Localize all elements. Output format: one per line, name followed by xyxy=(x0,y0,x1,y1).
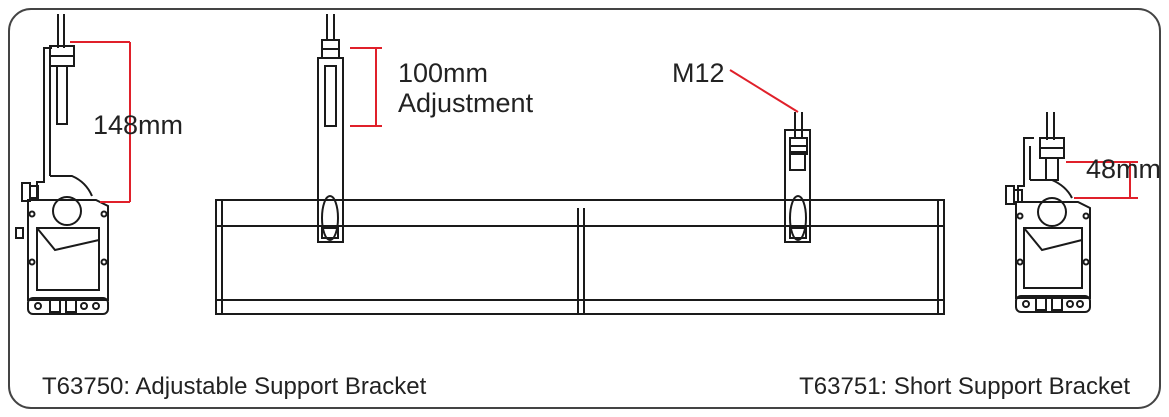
dimension-148mm xyxy=(70,41,131,203)
m12-label: M12 xyxy=(672,58,725,88)
m12-leader-line xyxy=(729,69,799,113)
short-hanger xyxy=(784,112,811,243)
dimension-48mm xyxy=(1066,161,1138,199)
adjustable-hanger xyxy=(317,14,344,243)
dimension-100mm xyxy=(350,47,382,127)
dim-100-label-line2: Adjustment xyxy=(398,88,534,118)
caption-short-bracket: T63751: Short Support Bracket xyxy=(799,373,1130,400)
main-support-beam xyxy=(215,199,945,315)
dim-100-label-line1: 100mm xyxy=(398,58,488,88)
adjustable-bracket-side-view xyxy=(15,14,109,315)
outer-frame xyxy=(8,8,1161,409)
short-bracket-side-view xyxy=(1005,112,1091,313)
caption-adjustable-bracket: T63750: Adjustable Support Bracket xyxy=(42,373,427,400)
dim-48-label: 48mm xyxy=(1086,154,1161,184)
dim-148-label: 148mm xyxy=(93,110,183,140)
